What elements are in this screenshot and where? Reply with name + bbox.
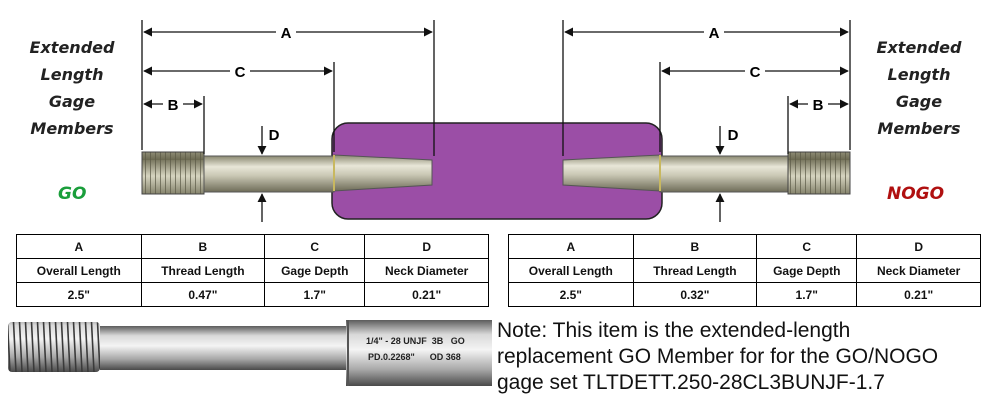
go-member-photo: 1/4" - 28 UNJF 3B GO PD.0.2268" OD 368 [8,320,492,386]
table-cell: C [756,234,858,259]
left-caption-line: Members [30,119,114,138]
nogo-thread [787,151,851,195]
go-label: GO [58,184,87,204]
right-caption-line: Gage [895,92,943,111]
photo-neck [100,326,350,370]
left-dim-b: B [168,97,179,114]
table-row: 2.5" 0.47" 1.7" 0.21" [16,282,489,307]
photo-thread [8,322,100,372]
right-dim-b: B [813,97,824,114]
left-dim-c: C [235,64,246,81]
go-taper [333,154,433,192]
right-caption-line: Length [887,65,951,84]
left-caption: Extended Length Gage Members [17,34,127,142]
go-spec-table: A B C D Overall Length Thread Length Gag… [16,234,489,307]
note-line: gage set TLTDETT.250-28CL3BUNJF-1.7 [497,371,885,394]
table-cell: Thread Length [140,258,266,283]
note-line: Note: This item is the extended-length [497,319,851,342]
nogo-neck [659,155,789,193]
table-cell: 0.32" [632,282,758,307]
table-cell: 0.21" [856,282,981,307]
left-dimension-lines [141,20,435,222]
note-line: replacement GO Member for for the GO/NOG… [497,345,939,368]
table-cell: Thread Length [632,258,758,283]
go-thread [141,151,205,195]
table-cell: 0.47" [140,282,266,307]
left-caption-line: Gage [48,92,96,111]
table-cell: C [264,234,366,259]
left-caption-line: Length [40,65,104,84]
table-cell: 1.7" [264,282,366,307]
left-dim-d: D [269,127,280,144]
table-row: A B C D [16,234,489,259]
table-row: 2.5" 0.32" 1.7" 0.21" [508,282,981,307]
right-dimension-lines [562,20,851,222]
left-caption-line: Extended [29,38,115,57]
right-caption-line: Members [877,119,961,138]
table-cell: Neck Diameter [364,258,489,283]
table-row: Overall Length Thread Length Gage Depth … [508,258,981,283]
table-cell: 2.5" [508,282,634,307]
table-cell: 2.5" [16,282,142,307]
nogo-member [562,151,851,195]
gage-diagram: A C B D A C B D [141,20,851,222]
right-dim-d: D [728,127,739,144]
photo-body [346,320,492,386]
table-cell: 0.21" [364,282,489,307]
table-cell: Overall Length [16,258,142,283]
table-cell: D [364,234,489,259]
photo-engraving-line1: 1/4" - 28 UNJF 3B GO [366,336,465,346]
table-row: Overall Length Thread Length Gage Depth … [16,258,489,283]
right-caption-line: Extended [876,38,962,57]
table-cell: 1.7" [756,282,858,307]
table-cell: B [632,234,758,259]
table-cell: Gage Depth [756,258,858,283]
go-neck [203,155,335,193]
table-cell: Gage Depth [264,258,366,283]
go-member [141,151,433,195]
nogo-label: NOGO [887,184,945,204]
note-text: Note: This item is the extended-length r… [497,318,1002,396]
table-cell: A [16,234,142,259]
right-dim-c: C [750,64,761,81]
table-cell: B [140,234,266,259]
nogo-spec-table: A B C D Overall Length Thread Length Gag… [508,234,981,307]
photo-engraving-line2: PD.0.2268" OD 368 [368,352,461,362]
table-row: A B C D [508,234,981,259]
table-cell: D [856,234,981,259]
table-cell: A [508,234,634,259]
left-dim-a: A [281,25,292,42]
right-caption: Extended Length Gage Members [864,34,974,142]
nogo-taper [562,154,661,192]
table-cell: Overall Length [508,258,634,283]
table-cell: Neck Diameter [856,258,981,283]
right-dim-a: A [709,25,720,42]
